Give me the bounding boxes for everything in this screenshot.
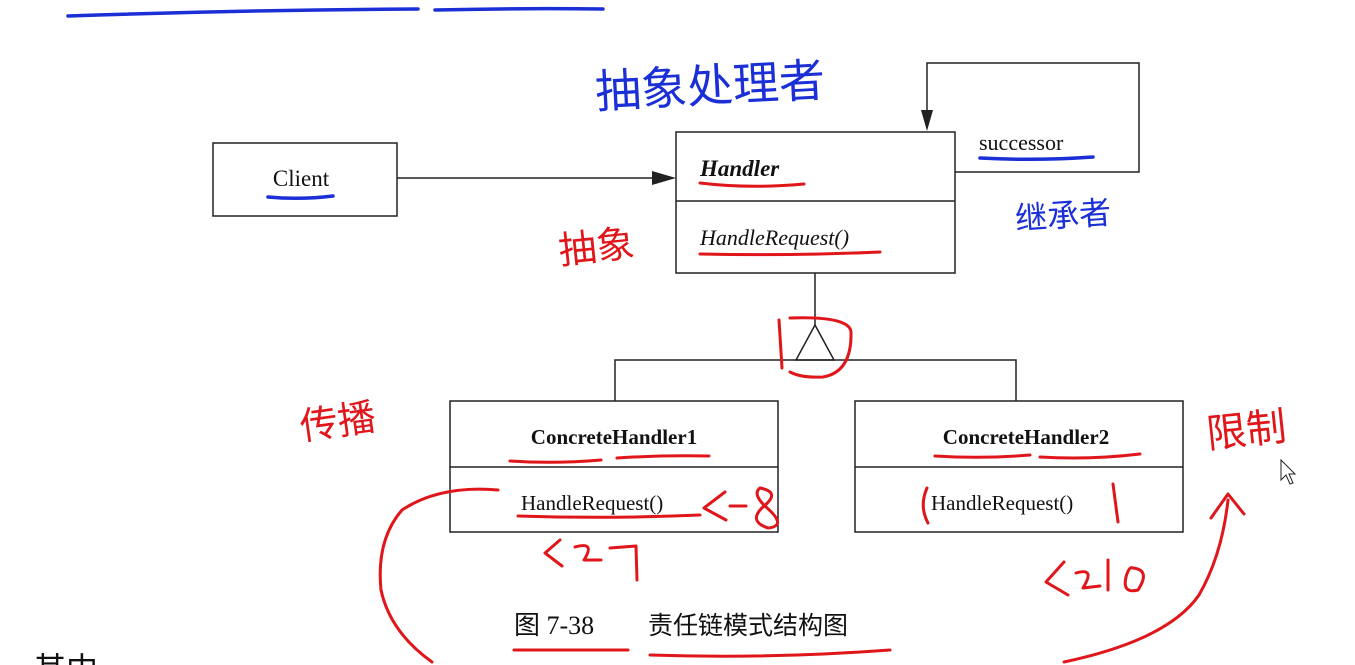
mouse-cursor-icon — [1280, 458, 1297, 485]
triangle-bracket-ink — [777, 316, 853, 379]
left-note: 传播 — [297, 395, 378, 449]
concrete-handler2-title: ConcreteHandler2 — [943, 425, 1109, 449]
client-box — [212, 142, 398, 217]
inheritance-triangle — [794, 323, 836, 361]
abstract-note: 抽象 — [556, 221, 636, 273]
lt2-ink — [543, 538, 639, 582]
handler-method: HandleRequest() — [699, 225, 849, 250]
caption-number: 图 7-38 — [514, 611, 594, 640]
top-blue-underline-1 — [66, 7, 420, 18]
lt210-ink — [1044, 558, 1145, 597]
concrete-handler2-method: HandleRequest() — [931, 491, 1073, 515]
caption-underline-ink — [512, 648, 892, 658]
big-loop-ink — [378, 487, 500, 664]
handler-title-underline-ink — [698, 181, 806, 188]
concrete-handler1-method: HandleRequest() — [521, 491, 663, 515]
concrete1-title-underline-ink — [508, 454, 711, 464]
successor-arrowhead — [921, 110, 933, 131]
concrete2-method-bracket-ink — [921, 482, 1120, 525]
client-handler-arrowhead — [652, 171, 676, 185]
handler-title: Handler — [699, 156, 780, 181]
lt8-ink — [702, 486, 779, 530]
client-label: Client — [273, 166, 330, 191]
successor-label: successor — [979, 130, 1064, 155]
successor-underline-ink — [978, 155, 1095, 162]
inheritance-branch — [614, 359, 1017, 401]
handler-note: 抽象处理者 — [594, 53, 827, 119]
right-note: 限制 — [1204, 404, 1288, 458]
successor-note: 继承者 — [1014, 193, 1112, 238]
footer-text: 其中 — [34, 650, 98, 665]
concrete-handler1-title: ConcreteHandler1 — [531, 425, 697, 449]
handler-method-underline-ink — [698, 250, 882, 257]
top-blue-underline-2 — [433, 6, 605, 12]
handler-box — [675, 131, 956, 274]
successor-loop — [926, 62, 1140, 173]
client-underline-ink — [266, 194, 335, 201]
right-arrow-curve-ink — [1062, 492, 1246, 664]
caption-text: 责任链模式结构图 — [648, 611, 848, 640]
concrete2-title-underline-ink — [933, 452, 1142, 460]
concrete1-method-underline-ink — [516, 513, 702, 519]
